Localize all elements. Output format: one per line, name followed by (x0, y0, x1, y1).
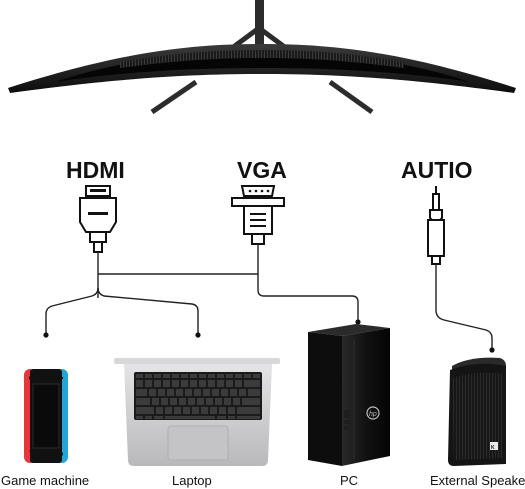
audio-jack-icon (427, 186, 445, 265)
game-machine-label: Game machine (1, 473, 89, 488)
audio-cable (435, 264, 493, 350)
vga-cable (257, 244, 359, 322)
game-connector-dot (43, 332, 49, 338)
pc-front (342, 328, 390, 466)
speaker-label: External Speaker (430, 473, 525, 488)
pc-connector-dot (355, 319, 361, 325)
laptop-label: Laptop (172, 473, 212, 488)
monitor-vents (120, 50, 404, 68)
laptop-connector-dot (195, 332, 201, 338)
connection-wires (43, 244, 495, 353)
monitor-stand-foot (328, 79, 374, 115)
laptop-keys (136, 374, 260, 419)
monitor-stand-neck (255, 0, 264, 48)
audio-label: AUTIO (401, 157, 473, 183)
game-machine-cable (45, 287, 99, 335)
laptop-lid-edge (114, 358, 280, 364)
monitor-body (8, 44, 516, 93)
laptop-trackpad (167, 425, 229, 461)
game-machine-icon (24, 369, 68, 463)
speaker-connector-dot (489, 347, 495, 353)
pc-tower-icon: hp (308, 324, 390, 466)
hdmi-plug-icon (79, 185, 117, 253)
vga-plug-icon (231, 185, 285, 245)
svg-text:K: K (491, 445, 495, 451)
speaker-icon: K (448, 357, 506, 466)
curved-monitor-icon (8, 0, 516, 115)
laptop-icon (114, 358, 280, 466)
pc-top (308, 324, 390, 336)
monitor-stand-foot (150, 79, 198, 115)
pc-side (308, 332, 342, 466)
vga-label: VGA (237, 157, 287, 183)
hdmi-label: HDMI (66, 157, 125, 183)
laptop-cable (97, 287, 199, 335)
hp-logo-icon (366, 406, 380, 420)
pc-label: PC (340, 473, 358, 488)
svg-text:hp: hp (369, 411, 377, 418)
